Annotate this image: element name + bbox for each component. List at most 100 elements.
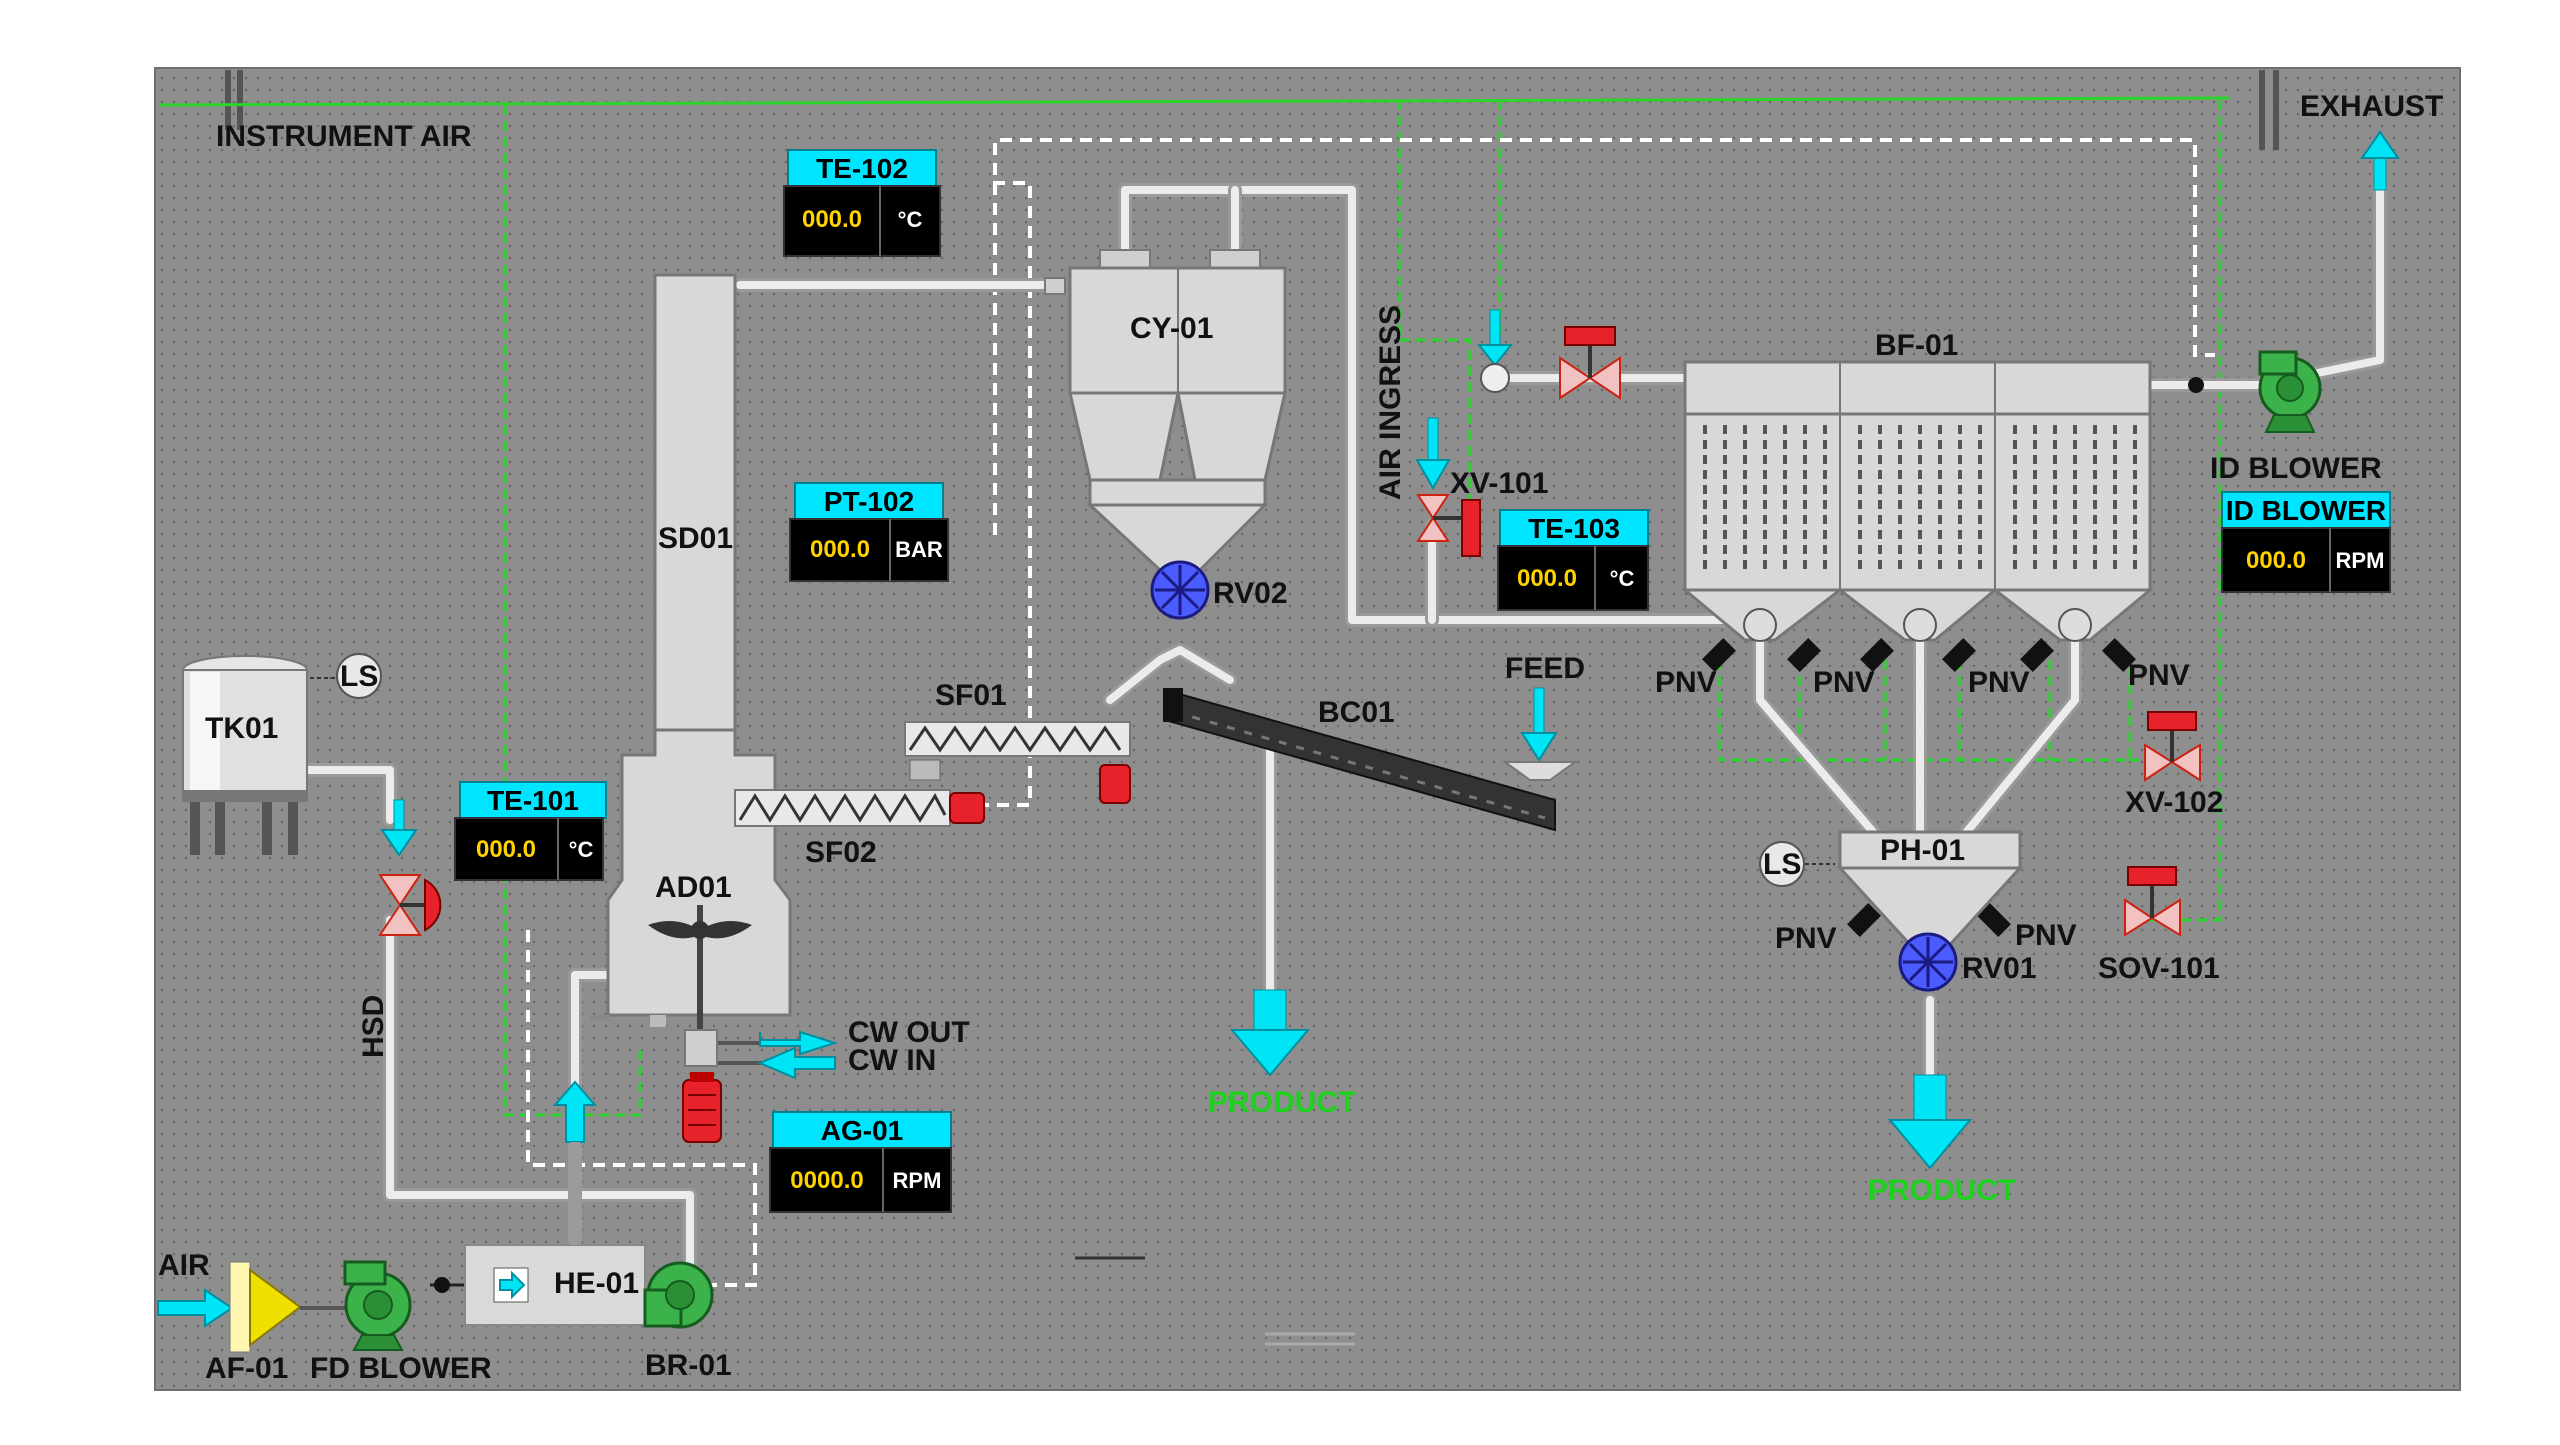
label-cy01: CY-01 — [1130, 312, 1213, 345]
tag-ag01-unit: RPM — [893, 1168, 942, 1193]
exhaust-arrow-icon — [2360, 130, 2400, 191]
label-ls-tk01: LS — [340, 660, 378, 693]
pnv-7-icon — [1847, 903, 1881, 937]
rv02-rotary-valve-icon[interactable] — [1150, 560, 1210, 620]
tag-ag01[interactable]: AG-01 0000.0 RPM — [769, 1111, 952, 1213]
label-product-2: PRODUCT — [1868, 1174, 2016, 1207]
tag-te103[interactable]: TE-103 000.0 °C — [1497, 509, 1649, 611]
sf02-screw-icon[interactable] — [734, 789, 985, 827]
label-pnv-1: PNV — [1655, 666, 1717, 699]
label-product-1: PRODUCT — [1208, 1086, 1356, 1119]
air-inlet-arrow-icon — [157, 1288, 234, 1328]
tag-te103-value: 000.0 — [1517, 565, 1577, 592]
label-rv02: RV02 — [1213, 577, 1288, 610]
label-sf02: SF02 — [805, 836, 877, 869]
ls-tk01-icon[interactable] — [310, 653, 382, 699]
mimic-background — [154, 67, 2461, 1391]
label-pnv-5: PNV — [1775, 922, 1837, 955]
cw-in-arrow-icon — [718, 1046, 836, 1080]
label-af01: AF-01 — [205, 1352, 288, 1385]
pnv-4-icon — [1942, 638, 1976, 672]
label-he01: HE-01 — [554, 1267, 639, 1300]
label-fd-blower: FD BLOWER — [310, 1352, 492, 1385]
label-tk01: TK01 — [205, 712, 278, 745]
label-ph01: PH-01 — [1880, 834, 1965, 867]
feed-arrow-icon — [1501, 687, 1579, 781]
process-piping — [298, 153, 2387, 1293]
label-hsd: HSD — [357, 995, 390, 1058]
bag-filter-bf01 — [1680, 360, 2155, 642]
label-sd01: SD01 — [658, 522, 733, 555]
air-ingress-arrow-icon — [1415, 417, 1451, 491]
product-hopper-ph01 — [1836, 830, 2024, 952]
pnv-5-icon — [2020, 638, 2054, 672]
tag-te101[interactable]: TE-101 000.0 °C — [454, 781, 607, 881]
xv101-valve-icon[interactable] — [1416, 494, 1481, 557]
label-ls-ph01: LS — [1763, 848, 1801, 881]
tag-id-blower-title: ID BLOWER — [2226, 495, 2386, 526]
spray-dryer-sd01 — [590, 273, 792, 1027]
pnv-8-icon — [1977, 903, 2011, 937]
hsd-control-valve-icon[interactable] — [378, 874, 442, 936]
gearbox — [684, 1029, 718, 1067]
ls-ph01-icon[interactable] — [1759, 841, 1835, 887]
tag-id-blower[interactable]: ID BLOWER 000.0 RPM — [2221, 491, 2391, 593]
label-sov101: SOV-101 — [2098, 952, 2220, 985]
label-pnv-3: PNV — [1968, 666, 2030, 699]
pnv-icons[interactable] — [1702, 638, 2136, 937]
tag-te101-unit: °C — [569, 837, 594, 862]
xv102-valve-icon[interactable] — [2144, 711, 2201, 782]
tag-te102[interactable]: TE-102 000.0 °C — [783, 149, 941, 257]
tag-te102-value: 000.0 — [802, 206, 862, 233]
label-xv101: XV-101 — [1450, 467, 1548, 500]
cw-out-arrow-icon — [718, 1030, 839, 1056]
tag-te102-unit: °C — [898, 207, 923, 232]
tag-te103-unit: °C — [1610, 566, 1635, 591]
label-cw-out: CW OUT — [848, 1016, 970, 1049]
cyclone-cy01 — [1044, 249, 1287, 572]
bf-inlet-valve-icon[interactable] — [1559, 326, 1621, 400]
tag-te103-title: TE-103 — [1528, 513, 1620, 544]
label-air-ingress: AIR INGRESS — [1374, 305, 1407, 500]
label-pnv-6: PNV — [2015, 919, 2077, 952]
fd-blower-icon[interactable] — [343, 1260, 412, 1351]
sov101-valve-icon[interactable] — [2124, 866, 2181, 937]
sf01-screw-icon[interactable] — [904, 721, 1131, 804]
tag-ag01-title: AG-01 — [821, 1115, 903, 1146]
label-sf01: SF01 — [935, 679, 1007, 712]
tag-te101-value: 000.0 — [476, 836, 536, 863]
pnv-1-icon — [1702, 638, 1736, 672]
label-bf01: BF-01 — [1875, 329, 1958, 362]
label-pnv-2: PNV — [1813, 666, 1875, 699]
label-instrument-air: INSTRUMENT AIR — [216, 120, 472, 153]
label-br01: BR-01 — [645, 1349, 732, 1382]
tag-te102-title: TE-102 — [816, 153, 908, 184]
tag-pt102-value: 000.0 — [810, 536, 870, 563]
label-xv102: XV-102 — [2125, 786, 2223, 819]
tag-pt102-unit: BAR — [895, 537, 943, 562]
ag01-motor-icon[interactable] — [682, 1072, 722, 1143]
bc01-belt-conveyor — [1163, 688, 1556, 832]
br01-blower-icon[interactable] — [643, 1261, 714, 1329]
purge-arrow-icon — [1476, 309, 1514, 393]
label-feed: FEED — [1505, 652, 1585, 685]
tag-te101-title: TE-101 — [487, 785, 579, 816]
signal-lines — [526, 138, 2215, 1287]
label-ad01: AD01 — [655, 871, 732, 904]
id-blower-icon[interactable] — [2258, 350, 2322, 433]
tag-pt102[interactable]: PT-102 000.0 BAR — [789, 482, 949, 582]
tag-pt102-title: PT-102 — [824, 486, 914, 517]
tag-ag01-value: 0000.0 — [790, 1167, 863, 1194]
hot-air-up-arrow-icon — [552, 1080, 598, 1143]
label-bc01: BC01 — [1318, 696, 1395, 729]
rv01-rotary-valve-icon[interactable] — [1898, 932, 1958, 992]
label-pnv-4: PNV — [2128, 659, 2190, 692]
label-rv01: RV01 — [1962, 952, 2037, 985]
product-arrow-2-icon — [1887, 1074, 1973, 1170]
heater-he01[interactable] — [464, 1244, 646, 1326]
label-id-blower: ID BLOWER — [2210, 452, 2382, 485]
label-exhaust: EXHAUST — [2300, 90, 2443, 123]
label-cw-in: CW IN — [848, 1044, 936, 1077]
